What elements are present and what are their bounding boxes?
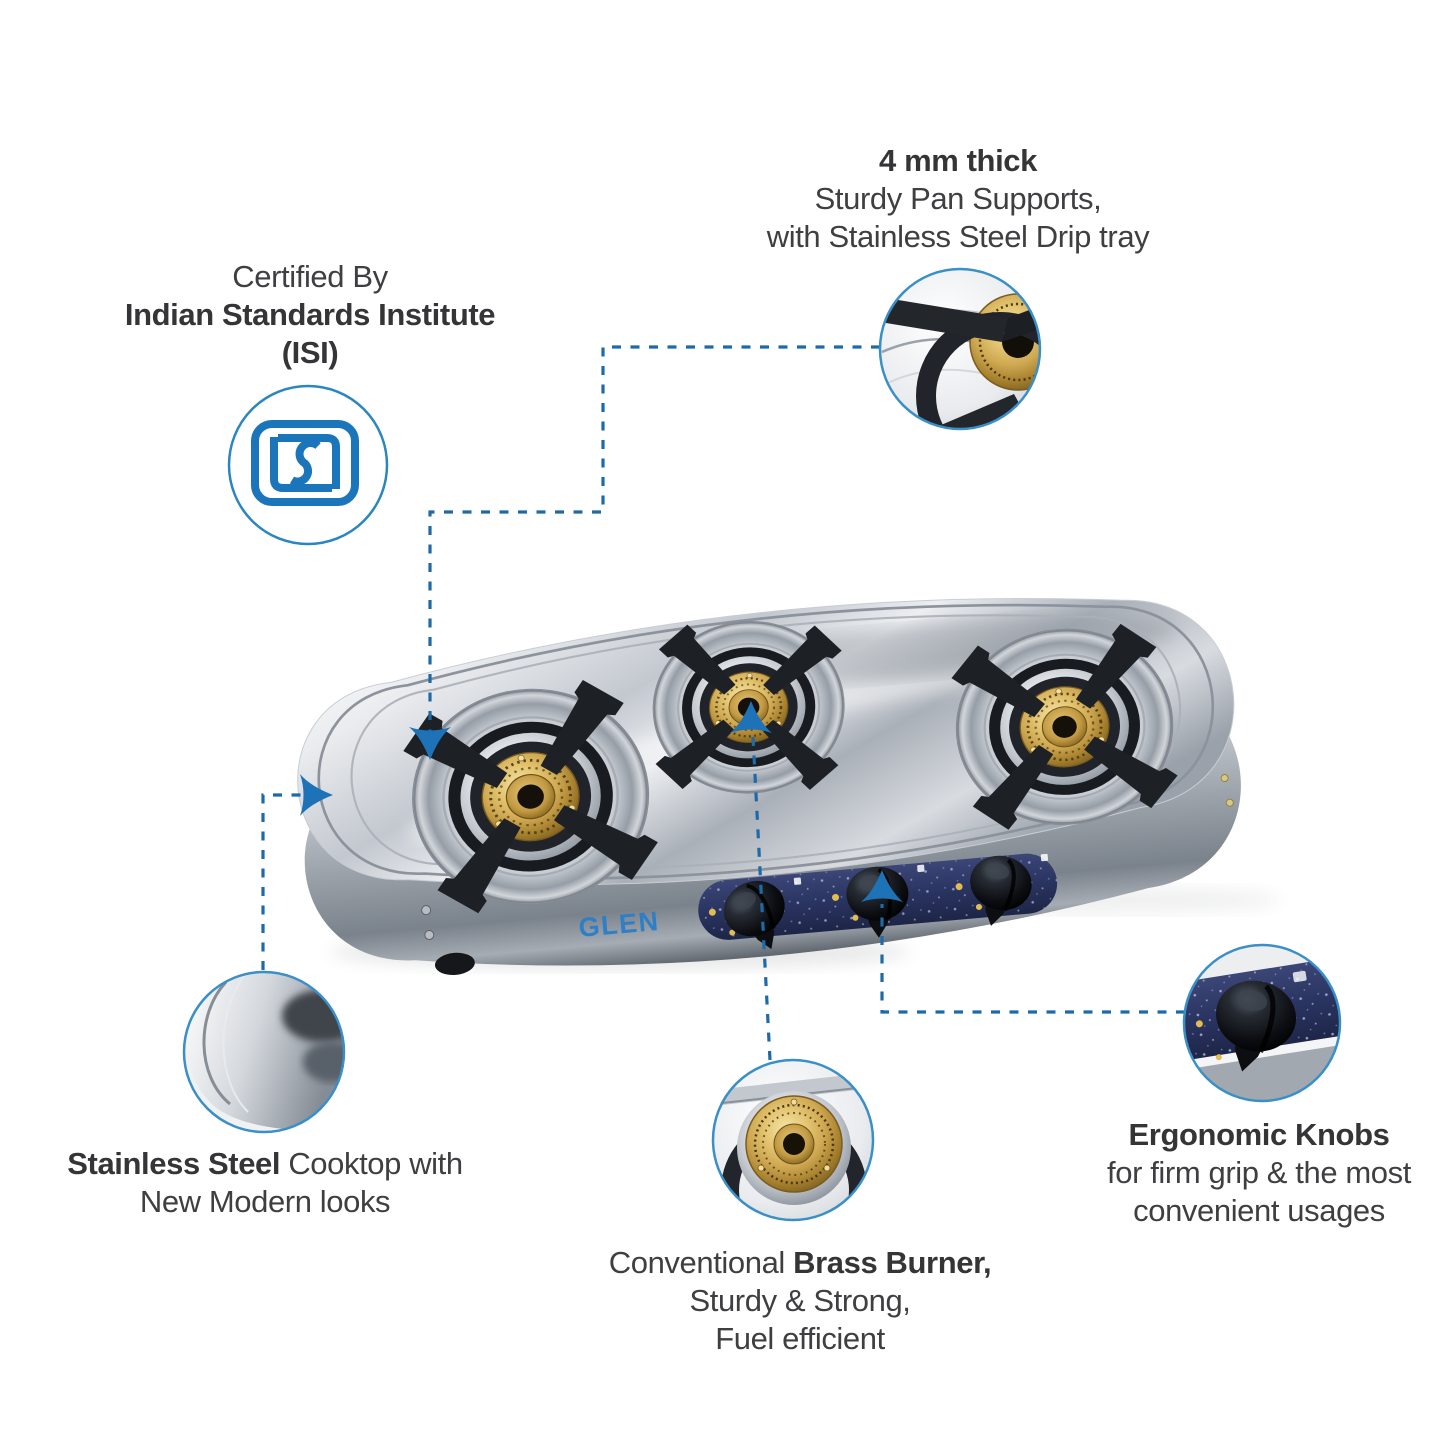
pan-supports-line2: Sturdy Pan Supports,: [814, 181, 1102, 216]
pan-supports-line3: with Stainless Steel Drip tray: [766, 219, 1150, 254]
leader-line-knobs: [880, 904, 1185, 1014]
callout-brass: Conventional Brass Burner, Sturdy & Stro…: [570, 1244, 1030, 1358]
burner-right: [940, 613, 1190, 842]
pan-supports-title: 4 mm thick: [879, 143, 1037, 178]
knobs-line3: convenient usages: [1133, 1193, 1385, 1228]
brass-line3: Fuel efficient: [715, 1321, 885, 1356]
arrow-up-brass: [730, 701, 772, 733]
side-screw: [1220, 774, 1229, 782]
callout-stainless: Stainless Steel Cooktop with New Modern …: [35, 1145, 495, 1221]
arrow-up-knobs: [861, 870, 903, 902]
brass-line2: Sturdy & Strong,: [689, 1283, 911, 1318]
burner-indicator-dot: [708, 908, 716, 916]
isi-mark-print: [1292, 970, 1307, 983]
front-screw: [421, 905, 432, 916]
callout-certified-isi: Certified By Indian Standards Institute …: [85, 258, 535, 372]
knobs-line2: for firm grip & the most: [1107, 1155, 1411, 1190]
callout-knobs: Ergonomic Knobs for firm grip & the most…: [1073, 1116, 1445, 1230]
certified-line1: Certified By: [232, 259, 388, 294]
zoom-bubble-knobs: [1182, 943, 1342, 1103]
cooktop-rim-line: [317, 603, 1215, 880]
leader-line-stainless: [261, 793, 310, 970]
knobs-title: Ergonomic Knobs: [1128, 1117, 1390, 1152]
leader-arrows: [300, 701, 903, 902]
isi-badge: [227, 384, 389, 546]
isi-logo-icon: [251, 420, 359, 506]
callout-pan-supports: 4 mm thick Sturdy Pan Supports, with Sta…: [708, 142, 1208, 256]
leader-line-pan-supports: [428, 345, 880, 733]
rubber-foot: [434, 952, 475, 975]
zoom-bubble-pan-supports: [878, 267, 1042, 431]
certified-line3: (ISI): [281, 335, 339, 370]
arrow-right-stainless: [300, 774, 333, 816]
leader-lines: [261, 345, 1185, 1061]
cooktop-inner-line: [350, 614, 1182, 870]
arrow-down-pan-supports: [409, 727, 451, 760]
brand-logo: GLEN: [577, 906, 660, 943]
stainless-line1: Stainless Steel Cooktop with: [67, 1146, 463, 1181]
panel-mark: [793, 877, 802, 885]
brass-line1: Conventional Brass Burner,: [608, 1245, 992, 1280]
zoom-bubble-stainless: [182, 970, 346, 1134]
gas-stove: GLEN: [297, 597, 1241, 975]
stainless-line2: New Modern looks: [139, 1184, 391, 1219]
certified-line2: Indian Standards Institute: [124, 297, 496, 332]
zoom-bubble-brass: [711, 1058, 875, 1222]
